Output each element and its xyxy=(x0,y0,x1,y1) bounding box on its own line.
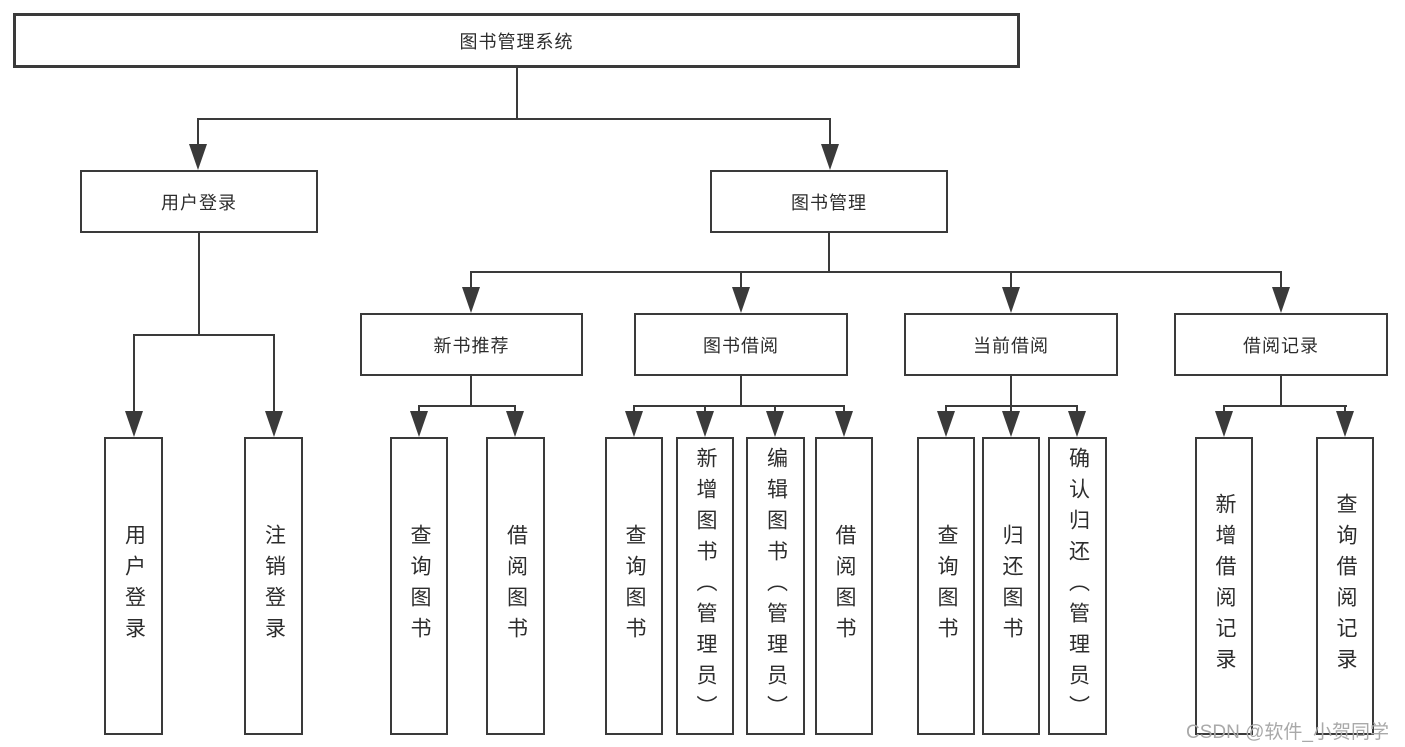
connector-vline xyxy=(418,405,420,413)
arrow-down-icon xyxy=(1215,411,1233,437)
watermark: CSDN @软件_小贺同学 xyxy=(1186,722,1389,743)
leaf-label: 归还图书 xyxy=(1000,524,1023,648)
arrow-down-icon xyxy=(625,411,643,437)
node-label: 借阅记录 xyxy=(1243,335,1319,356)
connector-vline xyxy=(197,118,199,146)
leaf-query-books: 查询图书 xyxy=(390,437,448,735)
arrow-down-icon xyxy=(189,144,207,170)
leaf-edit-book-admin: 编辑图书（管理员） xyxy=(746,437,805,735)
arrow-down-icon xyxy=(835,411,853,437)
node-current-borrowing: 当前借阅 xyxy=(904,313,1118,376)
leaf-query-books: 查询图书 xyxy=(917,437,975,735)
node-new-book-recommend: 新书推荐 xyxy=(360,313,583,376)
leaf-label: 查询图书 xyxy=(623,524,646,648)
leaf-borrow-books: 借阅图书 xyxy=(486,437,545,735)
leaf-return-book: 归还图书 xyxy=(982,437,1040,735)
leaf-label: 查询图书 xyxy=(408,524,431,648)
arrow-down-icon xyxy=(1068,411,1086,437)
node-label: 图书管理 xyxy=(791,192,867,213)
arrow-down-icon xyxy=(766,411,784,437)
node-book-borrowing: 图书借阅 xyxy=(634,313,848,376)
leaf-add-borrow-record: 新增借阅记录 xyxy=(1195,437,1253,735)
connector-hline xyxy=(633,405,845,407)
node-label: 图书借阅 xyxy=(703,335,779,356)
arrow-down-icon xyxy=(462,287,480,313)
connector-vline xyxy=(273,334,275,413)
connector-vline xyxy=(1280,271,1282,289)
connector-vline xyxy=(828,233,830,273)
arrow-down-icon xyxy=(696,411,714,437)
arrow-down-icon xyxy=(1272,287,1290,313)
node-borrowing-records: 借阅记录 xyxy=(1174,313,1388,376)
connector-vline xyxy=(470,271,472,289)
leaf-query-books: 查询图书 xyxy=(605,437,663,735)
connector-vline xyxy=(829,118,831,146)
leaf-borrow-books: 借阅图书 xyxy=(815,437,873,735)
leaf-label: 借阅图书 xyxy=(833,524,856,648)
node-label: 用户登录 xyxy=(161,192,237,213)
arrow-down-icon xyxy=(1336,411,1354,437)
leaf-user-login: 用户登录 xyxy=(104,437,163,735)
leaf-label: 查询借阅记录 xyxy=(1334,493,1357,679)
connector-hline xyxy=(197,118,831,120)
leaf-label: 借阅图书 xyxy=(504,524,528,648)
connector-vline xyxy=(633,405,635,413)
connector-hline xyxy=(133,334,275,336)
arrow-down-icon xyxy=(732,287,750,313)
arrow-down-icon xyxy=(410,411,428,437)
connector-vline xyxy=(1010,376,1012,407)
connector-vline xyxy=(133,334,135,413)
connector-vline xyxy=(198,233,200,336)
leaf-logout: 注销登录 xyxy=(244,437,303,735)
connector-vline xyxy=(516,68,518,120)
node-label: 新书推荐 xyxy=(433,335,510,356)
connector-vline xyxy=(740,271,742,289)
leaf-label: 注销登录 xyxy=(262,524,286,648)
connector-vline xyxy=(1223,405,1225,413)
node-label: 图书管理系统 xyxy=(459,31,574,52)
leaf-label: 编辑图书（管理员） xyxy=(764,446,788,726)
connector-vline xyxy=(843,405,845,413)
connector-vline xyxy=(774,405,776,413)
connector-vline xyxy=(945,405,947,413)
leaf-query-borrow-record: 查询借阅记录 xyxy=(1316,437,1374,735)
leaf-label: 确认归还（管理员） xyxy=(1066,446,1090,726)
connector-vline xyxy=(1344,405,1346,413)
arrow-down-icon xyxy=(937,411,955,437)
connector-vline xyxy=(1280,376,1282,407)
node-label: 当前借阅 xyxy=(973,335,1049,356)
arrow-down-icon xyxy=(506,411,524,437)
connector-vline xyxy=(704,405,706,413)
node-library-system: 图书管理系统 xyxy=(13,13,1020,68)
leaf-add-book-admin: 新增图书（管理员） xyxy=(676,437,734,735)
leaf-confirm-return-admin: 确认归还（管理员） xyxy=(1048,437,1107,735)
leaf-label: 新增借阅记录 xyxy=(1213,493,1236,679)
arrow-down-icon xyxy=(265,411,283,437)
leaf-label: 用户登录 xyxy=(122,524,146,648)
connector-vline xyxy=(1010,405,1012,413)
connector-vline xyxy=(514,405,516,413)
connector-vline xyxy=(1076,405,1078,413)
connector-hline xyxy=(470,271,1282,273)
arrow-down-icon xyxy=(125,411,143,437)
connector-hline xyxy=(418,405,516,407)
connector-hline xyxy=(1223,405,1347,407)
arrow-down-icon xyxy=(1002,411,1020,437)
node-book-management: 图书管理 xyxy=(710,170,948,233)
node-user-login: 用户登录 xyxy=(80,170,318,233)
connector-vline xyxy=(1010,271,1012,289)
connector-vline xyxy=(740,376,742,407)
leaf-label: 新增图书（管理员） xyxy=(694,446,717,726)
connector-vline xyxy=(470,376,472,407)
arrow-down-icon xyxy=(821,144,839,170)
arrow-down-icon xyxy=(1002,287,1020,313)
leaf-label: 查询图书 xyxy=(935,524,958,648)
